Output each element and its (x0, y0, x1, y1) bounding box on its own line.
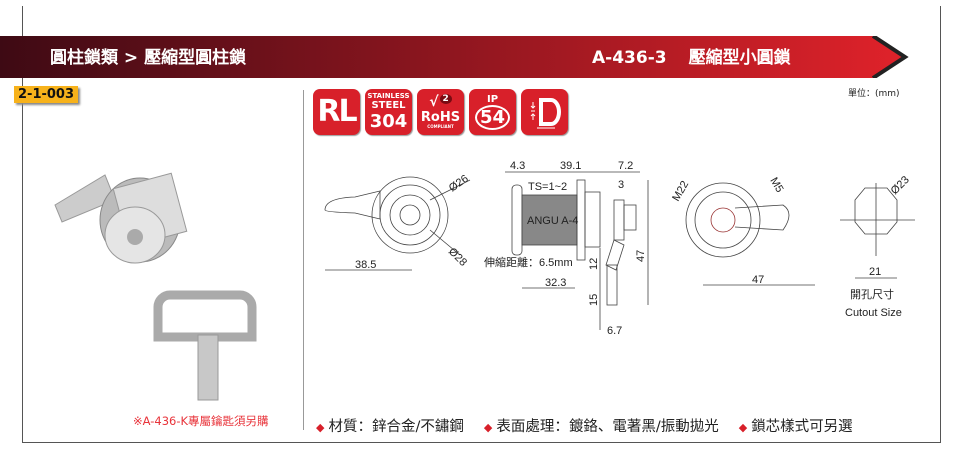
badge-text: 54 (474, 105, 511, 131)
spec-list: ◆材質：鋅合金/不鏽鋼 ◆表面處理：鍍鉻、電著黑/振動拋光 ◆鎖芯樣式可另選 (316, 415, 853, 436)
spec-item: ◆材質：鋅合金/不鏽鋼 (316, 415, 464, 436)
badge-text: 304 (369, 111, 408, 133)
product-name: 壓縮型小圓鎖 (688, 48, 791, 68)
front-view-drawing (324, 176, 471, 271)
badge-text: 2 (439, 93, 452, 105)
dim-6-7: 6.7 (607, 325, 622, 337)
dim-47-back: 47 (752, 274, 764, 286)
unit-label: 單位：(mm) (848, 89, 900, 99)
breadcrumb: 圓柱鎖類 > 壓縮型圓柱鎖 (50, 48, 247, 68)
badge-text: STAINLESS (367, 91, 410, 100)
badge-text: STEEL (371, 99, 406, 111)
dim-21: 21 (869, 266, 881, 278)
engraving-text: ANGU A-4 (527, 215, 578, 227)
spec-item: ◆表面處理：鍍鉻、電著黑/振動拋光 (484, 415, 719, 436)
diamond-bullet-icon: ◆ (483, 421, 493, 434)
badge-text: RL (317, 94, 357, 130)
page-frame (22, 6, 941, 443)
dim-12: 12 (588, 258, 600, 270)
stroke-distance: 伸縮距離：6.5mm (484, 255, 573, 269)
key-note: ※A-436-K專屬鑰匙須另購 (133, 414, 269, 428)
header-banner (0, 36, 920, 78)
spec-item: ◆鎖芯樣式可另選 (739, 415, 853, 436)
rl-badge-icon: RL (313, 89, 360, 135)
dim-7-2: 7.2 (618, 160, 633, 172)
page-title: A-436-3 壓縮型小圓鎖 (592, 43, 791, 68)
spec-text: 鎖芯樣式可另選 (751, 419, 853, 435)
dim-32-3: 32.3 (545, 277, 566, 289)
dim-m22: M22 (670, 179, 691, 204)
diamond-bullet-icon: ◆ (738, 421, 748, 434)
dim-4-3: 4.3 (510, 160, 525, 172)
diamond-bullet-icon: ◆ (316, 421, 325, 434)
dim-38-5: 38.5 (355, 259, 376, 271)
dim-47-side: 47 (635, 250, 647, 262)
divider (303, 90, 304, 430)
dim-15: 15 (588, 294, 600, 306)
badge-text: IP (486, 93, 499, 105)
cutout-label-en: Cutout Size (845, 307, 902, 319)
dim-ts: TS=1~2 (528, 181, 567, 193)
dim-d28: Ø28 (446, 246, 469, 269)
badge-text: RoHS (420, 110, 461, 126)
key-photo (153, 290, 257, 401)
dim-3: 3 (618, 179, 624, 191)
compression-badge-icon (521, 89, 568, 135)
dim-39-1: 39.1 (560, 160, 581, 172)
side-view-drawing (505, 171, 649, 330)
rohs-check-row: √2 (429, 93, 452, 110)
back-view-drawing (685, 182, 915, 286)
spec-text: 材質：鋅合金/不鏽鋼 (328, 419, 464, 435)
badge-text: COMPLIANT (427, 124, 454, 130)
dim-m5: M5 (767, 176, 785, 195)
check-icon: √ (429, 93, 439, 110)
spec-text: 表面處理：鍍鉻、電著黑/振動拋光 (496, 419, 719, 435)
dim-d26: Ø26 (447, 173, 471, 195)
lock-photo (54, 172, 188, 264)
catalog-code: 2-1-003 (14, 86, 79, 103)
model-number: A-436-3 (592, 48, 667, 68)
cutout-label-zh: 開孔尺寸 (850, 287, 894, 301)
